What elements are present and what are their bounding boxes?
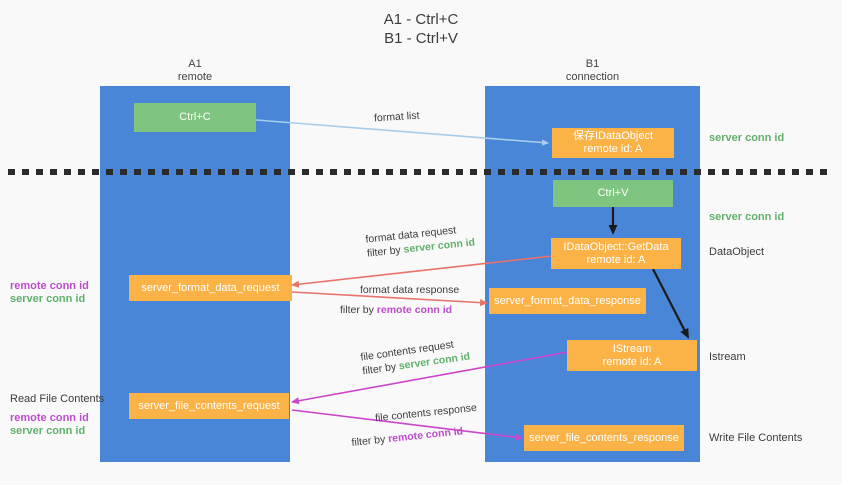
edge-label-format-data-response: format data response filter by remote co… [340,283,460,317]
label-left-remote-conn-id-1-text: remote conn id [10,280,89,292]
edge-label-format-data-request: format data request filter by server con… [365,221,476,260]
node-istream-line-2: remote id: A [602,355,662,368]
lane-a1-name: A1 [188,58,202,70]
label-right-istream: Istream [709,350,746,364]
node-server-format-data-response-label: server_format_data_response [494,294,641,307]
node-ctrl-v[interactable]: Ctrl+V [553,180,673,207]
filter-prefix-4: filter by [350,433,389,449]
label-right-server-conn-id-mid-text: server conn id [709,211,785,223]
node-istream-line-1: IStream [612,342,652,355]
label-right-server-conn-id-top-text: server conn id [709,132,785,144]
node-idataobject-getdata-line-1: IDataObject::GetData [563,240,669,253]
node-server-file-contents-response-label: server_file_contents_response [529,431,679,444]
edge-label-format-list: format list [374,109,420,126]
edge-label-file-contents-response: file contents response filter by remote … [351,401,479,449]
node-idataobject-getdata[interactable]: IDataObject::GetData remote id: A [551,238,681,269]
node-ctrl-c[interactable]: Ctrl+C [134,103,256,132]
node-istream[interactable]: IStream remote id: A [567,340,697,371]
node-save-idataobject-line-1: 保存IDataObject [572,130,654,142]
label-left-remote-conn-id-2: remote conn id [10,411,89,425]
title-line-2: B1 - Ctrl+V [384,30,458,47]
filter-value-remote-conn-id-1: remote conn id [376,304,453,316]
filter-prefix-2: filter by [340,304,377,316]
diagram-title: A1 - Ctrl+C B1 - Ctrl+V [0,10,842,48]
node-server-file-contents-response[interactable]: server_file_contents_response [524,425,684,451]
node-server-format-data-request[interactable]: server_format_data_request [129,275,292,301]
node-server-format-data-request-label: server_format_data_request [141,281,280,294]
label-right-dataobject: DataObject [709,245,764,259]
filter-value-remote-conn-id-2: remote conn id [387,425,464,446]
lane-b1-name: B1 [585,58,600,70]
edge-label-format-data-response-filter: filter by remote conn id [340,303,459,317]
node-ctrl-v-label: Ctrl+V [597,187,629,199]
label-left-server-conn-id-2-text: server conn id [10,425,86,437]
node-server-file-contents-request[interactable]: server_file_contents_request [129,393,289,419]
filter-prefix-3: filter by [361,360,400,378]
label-right-server-conn-id-mid: server conn id [709,210,784,224]
lane-a1-sub: remote [177,71,213,83]
label-left-remote-conn-id-2-text: remote conn id [10,412,89,424]
label-left-server-conn-id-1: server conn id [10,292,85,306]
edge-label-file-contents-request: file contents request filter by server c… [360,336,471,379]
label-left-read-file-contents: Read File Contents [10,392,104,406]
node-save-idataobject-line-2: remote id: A [583,143,643,155]
node-server-format-data-response[interactable]: server_format_data_response [489,288,646,314]
node-server-file-contents-request-label: server_file_contents_request [138,399,280,412]
lane-header-a1: A1 remote [100,58,290,84]
label-left-read-file-contents-text: Read File Contents [10,393,105,405]
label-left-server-conn-id-1-text: server conn id [10,293,86,305]
label-left-server-conn-id-2: server conn id [10,424,85,438]
title-line-1: A1 - Ctrl+C [383,11,459,28]
label-right-write-file-contents-text: Write File Contents [709,432,803,444]
edge-label-format-data-response-text: format data response [360,284,460,296]
edge-label-file-contents-response-filter: filter by remote conn id [351,423,480,450]
edge-label-file-contents-response-text: file contents response [374,401,478,425]
lane-b1-sub: connection [565,71,620,83]
label-right-write-file-contents: Write File Contents [709,431,802,445]
label-left-remote-conn-id-1: remote conn id [10,279,89,293]
node-ctrl-c-label: Ctrl+C [179,111,211,123]
label-right-server-conn-id-top: server conn id [709,131,784,145]
label-right-dataobject-text: DataObject [709,246,765,258]
filter-prefix-1: filter by [366,243,405,260]
label-right-istream-text: Istream [709,351,746,363]
edge-label-format-list-text: format list [373,109,420,125]
node-save-idataobject[interactable]: 保存IDataObject remote id: A [552,128,674,158]
lane-header-b1: B1 connection [485,58,700,84]
node-idataobject-getdata-line-2: remote id: A [586,253,646,266]
